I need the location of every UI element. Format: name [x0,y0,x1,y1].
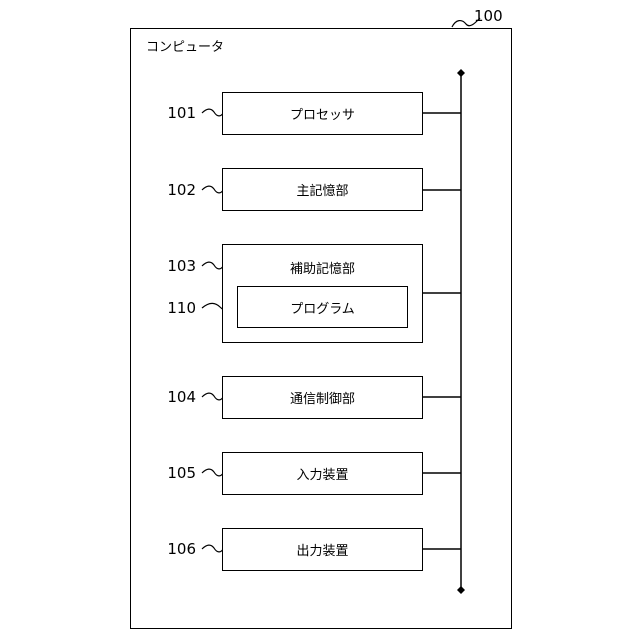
block-label: 通信制御部 [290,388,355,407]
ref-110: 110 [156,299,196,317]
block-label: 入力装置 [296,464,348,483]
block-output-device: 出力装置 [222,528,423,571]
ref-105: 105 [156,464,196,482]
ref-103: 103 [156,257,196,275]
ref-101: 101 [156,104,196,122]
block-program: プログラム [237,286,408,328]
block-auxiliary-storage-label: 補助記憶部 [222,258,423,277]
block-label: プロセッサ [290,104,355,123]
ref-102: 102 [156,181,196,199]
block-label: 主記憶部 [296,180,348,199]
block-main-memory: 主記憶部 [222,168,423,211]
ref-104: 104 [156,388,196,406]
block-input-device: 入力装置 [222,452,423,495]
ref-106: 106 [156,540,196,558]
computer-title: コンピュータ [146,36,224,55]
block-label: 出力装置 [296,540,348,559]
block-communication-control: 通信制御部 [222,376,423,419]
ref-100: 100 [474,7,503,25]
block-processor: プロセッサ [222,92,423,135]
block-label: プログラム [290,298,355,317]
